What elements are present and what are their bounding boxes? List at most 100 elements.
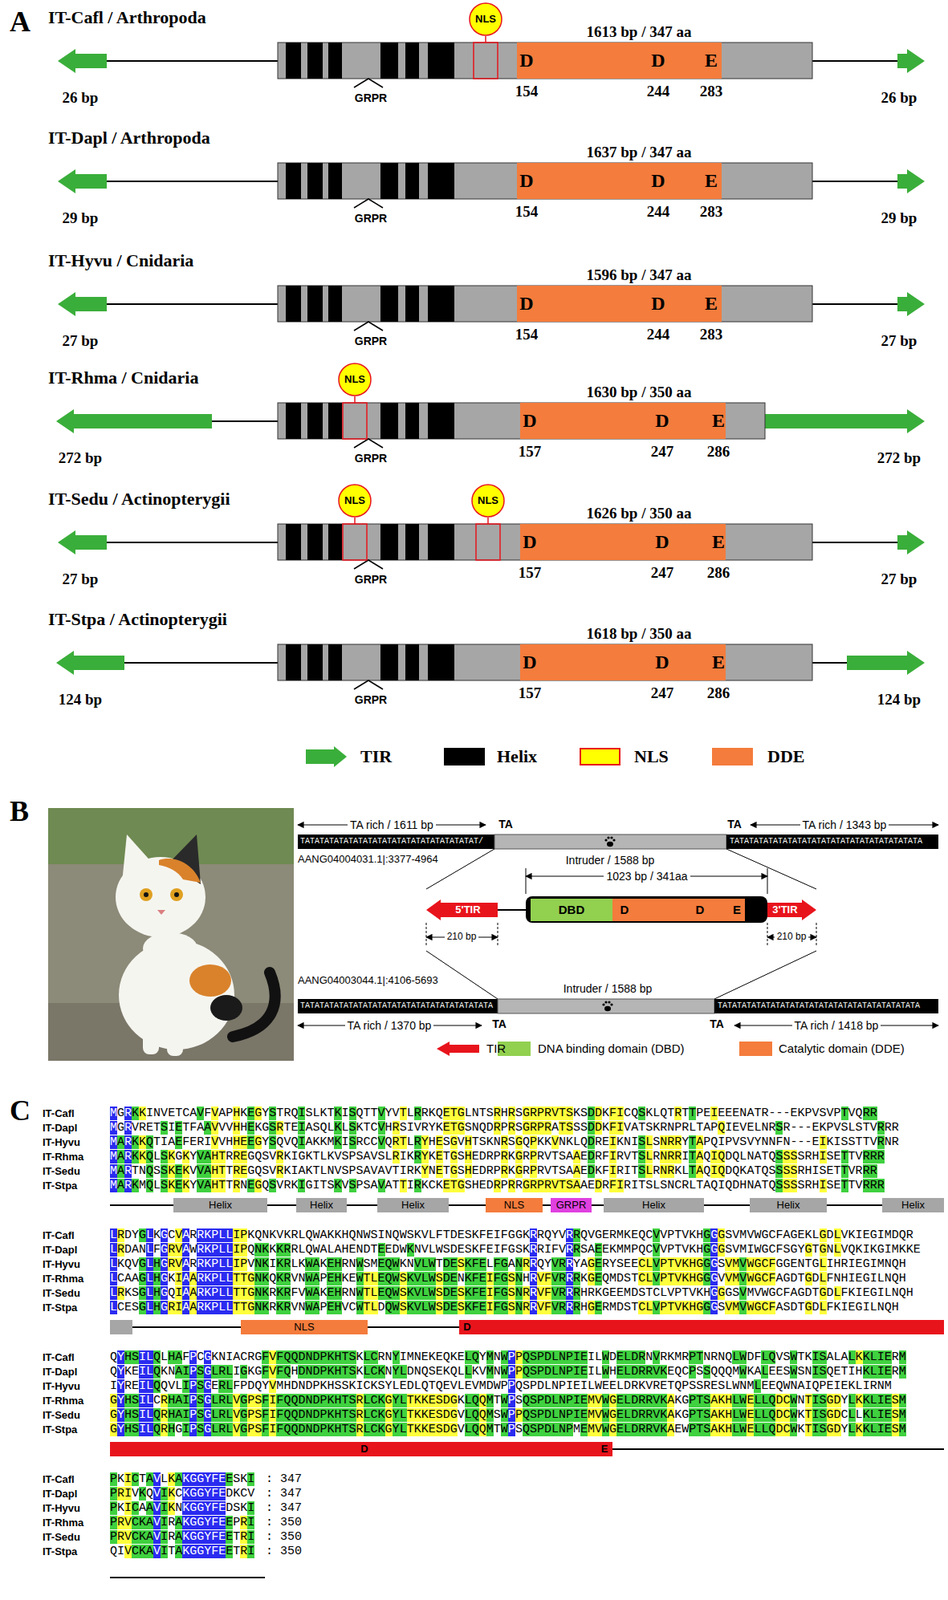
protein-sequence: MARKKQLSKGKYVAHTRREGQSVRKIGKTLKVSPSAVSLR…	[109, 1150, 885, 1164]
residue: V	[551, 1272, 559, 1286]
residue: T	[551, 1150, 559, 1164]
residue: W	[500, 1365, 509, 1380]
residue: K	[261, 1243, 269, 1258]
helix-block	[380, 285, 399, 322]
residue: V	[131, 1257, 139, 1272]
residue: W	[602, 1365, 610, 1380]
residue: I	[862, 1301, 871, 1315]
residue: N	[471, 1106, 480, 1121]
residue: E	[594, 1301, 603, 1315]
residue: S	[399, 1301, 407, 1315]
protein-sequence: GYHSILQRHAIPSGLRLVGPSFIFQQDNDPKHTSRLCKGY…	[109, 1408, 907, 1423]
residue: G	[109, 1408, 118, 1423]
helix-bar	[109, 1320, 133, 1335]
residue: M	[109, 1121, 118, 1136]
residue: S	[196, 1365, 204, 1380]
residue: L	[623, 1365, 631, 1380]
protein-sequence: MGRKKINVETCAVFVAPHKEGYSTRQISLKTKISQTTVYV…	[109, 1106, 878, 1121]
residue: V	[732, 1228, 740, 1243]
residue: V	[659, 1228, 668, 1243]
residue: F	[544, 1301, 552, 1315]
residue: K	[319, 1379, 327, 1394]
residue: Q	[254, 1228, 262, 1243]
residue: K	[739, 1164, 747, 1179]
residue: E	[913, 1243, 921, 1258]
residue: W	[428, 1257, 436, 1272]
residue: K	[435, 1179, 444, 1193]
residue: Q	[724, 1179, 733, 1193]
residue: R	[500, 1150, 509, 1164]
residue: E	[623, 1257, 631, 1272]
residue: L	[421, 1257, 429, 1272]
residue: G	[710, 1257, 718, 1272]
residue: E	[399, 1379, 407, 1394]
residue: T	[667, 1106, 675, 1121]
residue: K	[283, 1164, 291, 1179]
residue: C	[240, 1350, 248, 1365]
residue: G	[855, 1301, 863, 1315]
residue: L	[211, 1394, 219, 1408]
residue: Q	[247, 1243, 255, 1258]
residue: L	[870, 1365, 878, 1380]
residue: G	[782, 1257, 790, 1272]
residue: Q	[283, 1365, 291, 1380]
residue: I	[710, 1164, 718, 1179]
residue: E	[479, 1301, 487, 1315]
residue: L	[146, 1350, 154, 1365]
residue: R	[138, 1121, 147, 1136]
residue: V	[414, 1257, 422, 1272]
residue: W	[500, 1394, 509, 1408]
residue: V	[537, 1301, 545, 1315]
residue: A	[333, 1243, 342, 1258]
residue: S	[826, 1150, 835, 1164]
residue: L	[406, 1106, 415, 1121]
residue: V	[385, 1164, 393, 1179]
element-title: IT-Cafl / Arthropoda	[48, 7, 207, 28]
residue: E	[443, 1179, 451, 1193]
residue: V	[724, 1301, 733, 1315]
residue: E	[834, 1179, 842, 1193]
residue: M	[623, 1243, 631, 1258]
residue: L	[153, 1179, 161, 1193]
tir-length: 124 bp	[877, 691, 921, 709]
residue: K	[131, 1150, 139, 1164]
residue: V	[841, 1228, 849, 1243]
residue: T	[450, 1106, 458, 1121]
residue: L	[218, 1228, 226, 1243]
residue: N	[515, 1257, 523, 1272]
residue: I	[486, 1301, 494, 1315]
residue: C	[117, 1272, 125, 1286]
residue: L	[109, 1257, 118, 1272]
residue: G	[138, 1257, 147, 1272]
residue: K	[805, 1350, 813, 1365]
residue: T	[443, 1150, 451, 1164]
residue: N	[153, 1106, 161, 1121]
residue-position: 283	[699, 203, 724, 221]
residue: D	[594, 1121, 603, 1136]
sequence-name: IT-Rhma	[42, 1151, 84, 1164]
residue: L	[225, 1228, 233, 1243]
residue: R	[167, 1243, 175, 1258]
sequence-name: IT-Sedu	[42, 1410, 81, 1423]
residue: F	[261, 1350, 269, 1365]
residue: V	[739, 1286, 747, 1301]
residue: G	[515, 1135, 523, 1150]
residue: R	[283, 1106, 291, 1121]
residue: V	[870, 1135, 878, 1150]
residue: S	[160, 1164, 168, 1179]
residue: A	[378, 1164, 386, 1179]
residue: E	[775, 1365, 783, 1380]
residue: D	[587, 1121, 595, 1136]
zoom-line	[726, 849, 817, 890]
residue: Q	[659, 1106, 668, 1121]
residue: C	[370, 1350, 379, 1365]
residue: N	[254, 1257, 262, 1272]
residue: V	[724, 1272, 733, 1286]
residue: W	[356, 1272, 364, 1286]
residue: Q	[848, 1243, 856, 1258]
residue: R	[681, 1350, 689, 1365]
residue: N	[254, 1272, 262, 1286]
residue: I	[877, 1350, 885, 1365]
residue: F	[768, 1272, 776, 1286]
